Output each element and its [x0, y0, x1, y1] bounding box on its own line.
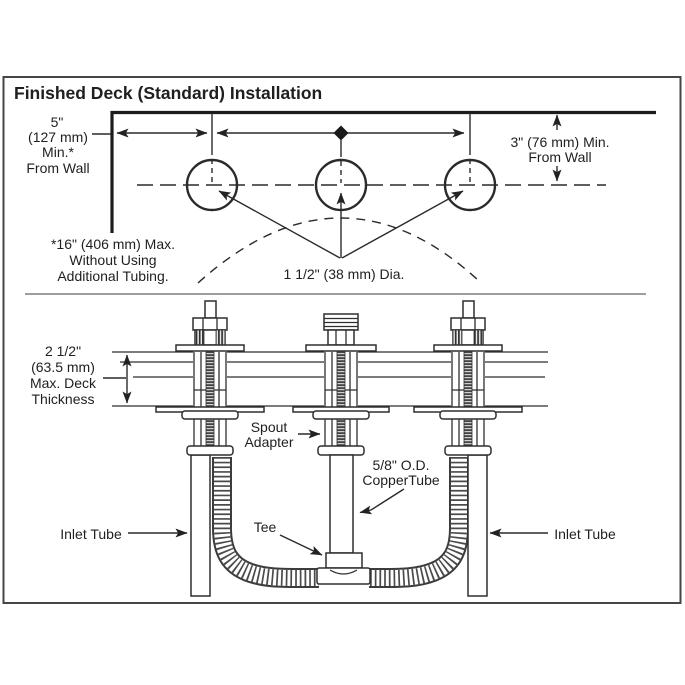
plan-view: 5" (127 mm) Min.* From Wall 3" (76 mm) M…	[26, 110, 656, 284]
label-inlet-tube-right: Inlet Tube	[489, 526, 616, 542]
flex-hose-left	[212, 457, 320, 589]
label-5in-from-wall: 5" (127 mm) Min.* From Wall	[26, 114, 111, 176]
label-inlet-left-text: Inlet Tube	[60, 526, 122, 542]
label-5in-line3: Min.*	[42, 144, 74, 160]
label-copper-line1: 5/8" O.D.	[372, 457, 429, 473]
hole-dia-leaders	[218, 190, 464, 259]
label-deck-line1: 2 1/2"	[45, 343, 81, 359]
adapter-nut-center	[317, 445, 365, 456]
mounting-nut-left	[181, 410, 239, 420]
page-title: Finished Deck (Standard) Installation	[14, 83, 322, 103]
label-copper-tube: 5/8" O.D. CopperTube	[359, 457, 440, 515]
note-16in-line2: Without Using	[69, 252, 156, 268]
label-tee: Tee	[254, 519, 323, 556]
mounting-nut-right	[439, 410, 497, 420]
mounting-nut-center	[312, 410, 370, 420]
dim-3in-from-wall: 3" (76 mm) Min. From Wall	[510, 114, 610, 182]
label-spout-line1: Spout	[251, 419, 288, 435]
spout-shank-center	[292, 313, 390, 456]
label-inlet-right-text: Inlet Tube	[554, 526, 616, 542]
label-5in-line2: (127 mm)	[28, 129, 88, 145]
note-16in-line3: Additional Tubing.	[57, 268, 168, 284]
inlet-tube-right-pipe	[467, 454, 488, 597]
label-5in-line1: 5"	[51, 114, 64, 130]
label-inlet-tube-left: Inlet Tube	[60, 526, 188, 542]
label-spout-line2: Adapter	[244, 434, 293, 450]
label-deck-line2: (63.5 mm)	[31, 359, 95, 375]
label-3in-line1: 3" (76 mm) Min.	[510, 134, 609, 150]
label-spout-adapter: Spout Adapter	[244, 419, 321, 450]
tee-fitting	[316, 552, 371, 585]
flex-hose-right	[368, 457, 469, 589]
label-deck-line3: Max. Deck	[30, 375, 97, 391]
hole-right	[443, 158, 497, 212]
hose-nut-left	[186, 445, 234, 456]
copper-tube-pipe	[329, 454, 354, 554]
section-view: 2 1/2" (63.5 mm) Max. Deck Thickness Spo…	[30, 300, 616, 597]
note-16in-line1: *16" (406 mm) Max.	[51, 236, 175, 252]
hose-nut-right	[444, 445, 492, 456]
label-deck-line4: Thickness	[31, 391, 94, 407]
label-5in-line4: From Wall	[26, 160, 89, 176]
centerline-diamond	[333, 125, 349, 141]
valve-shank-left	[155, 300, 265, 456]
wall-line	[110, 110, 656, 233]
escutcheon-right	[433, 344, 503, 352]
note-16in-max: *16" (406 mm) Max. Without Using Additio…	[51, 236, 175, 284]
escutcheon-center	[305, 344, 377, 352]
label-hole-dia: 1 1/2" (38 mm) Dia.	[284, 266, 405, 282]
hole-extension-lines	[211, 113, 471, 183]
dim-deck-thickness: 2 1/2" (63.5 mm) Max. Deck Thickness	[30, 343, 132, 407]
label-copper-line2: CopperTube	[362, 472, 440, 488]
inlet-tube-left-pipe	[190, 454, 211, 597]
hole-left	[185, 158, 239, 212]
label-tee-text: Tee	[254, 519, 277, 535]
escutcheon-left	[175, 344, 245, 352]
label-3in-line2: From Wall	[528, 149, 591, 165]
valve-shank-right	[413, 300, 523, 456]
